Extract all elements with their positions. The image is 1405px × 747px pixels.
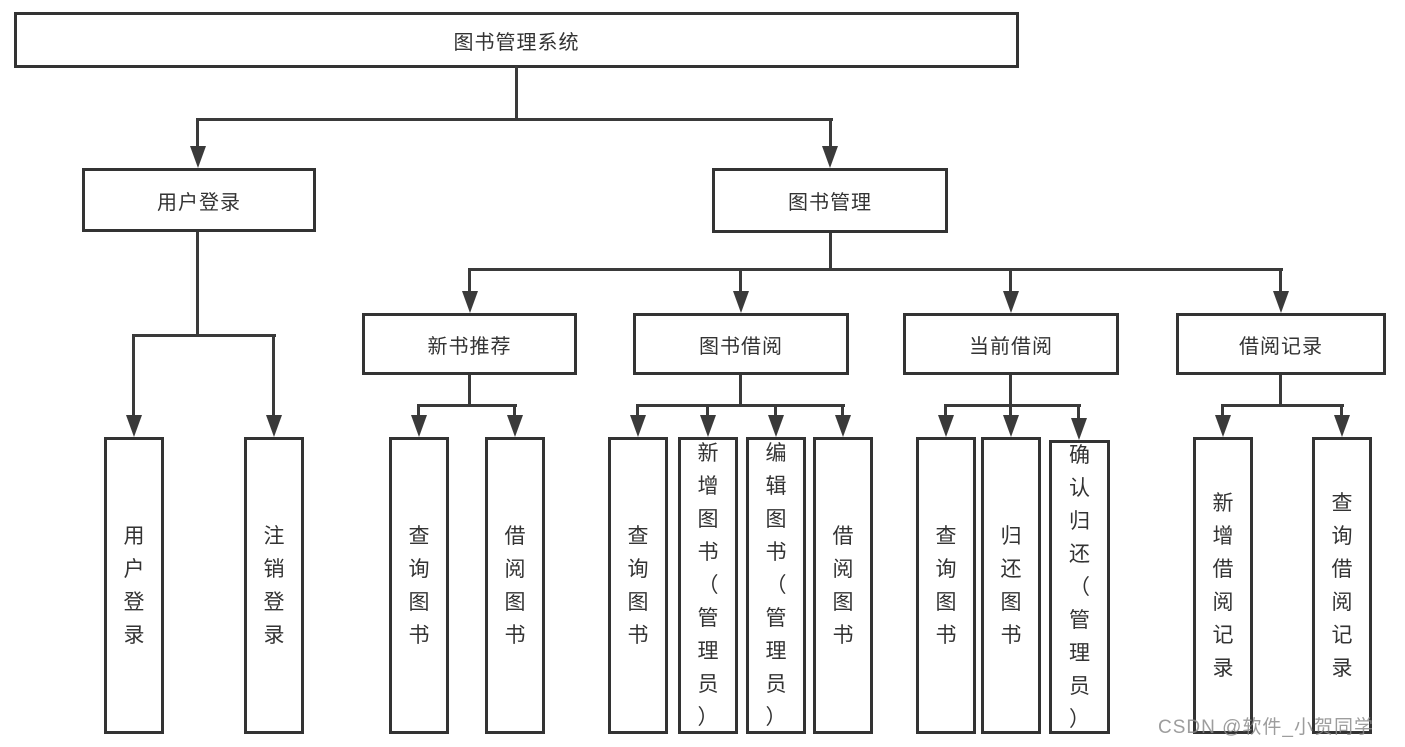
leaf-borrow-books-recommend-label: 借阅图书 (504, 524, 526, 647)
arrowhead-leaf-edit-books (768, 415, 784, 437)
leaf-user-login: 用户登录 (104, 437, 164, 734)
leaf-edit-books-admin-label: 编辑图书（管理员） (765, 442, 787, 729)
node-book-management-label: 图书管理 (788, 192, 872, 214)
arrowhead-leaf-query-current (938, 415, 954, 437)
connector-stem-leaf-query-recommend (417, 404, 420, 418)
leaf-query-borrow-record-label: 查询借阅记录 (1331, 491, 1353, 680)
connector-stem-leaf-edit-books (774, 404, 777, 418)
connector-recommend-distributor (417, 404, 517, 407)
leaf-add-books-admin-label: 新增图书（管理员） (697, 442, 719, 729)
arrowhead-leaf-logout (266, 415, 282, 437)
leaf-return-books: 归还图书 (981, 437, 1041, 734)
connector-stem-leaf-confirm-return (1077, 404, 1080, 420)
arrowhead-leaf-add-record (1215, 415, 1231, 437)
connector-stem-leaf-user-login (132, 334, 135, 419)
leaf-add-borrow-record-label: 新增借阅记录 (1212, 491, 1234, 680)
connector-stem-book-management (829, 118, 832, 152)
leaf-query-books-recommend: 查询图书 (389, 437, 449, 734)
connector-stem-book-borrow (739, 268, 742, 294)
node-new-book-recommend: 新书推荐 (362, 313, 577, 375)
connector-current-borrow-drop (1009, 375, 1012, 407)
node-borrow-records: 借阅记录 (1176, 313, 1386, 375)
leaf-query-books-current-label: 查询图书 (935, 524, 957, 647)
connector-level3-distributor (468, 268, 1283, 271)
connector-book-management-drop (829, 233, 832, 271)
arrowhead-leaf-add-books (700, 415, 716, 437)
node-current-borrow: 当前借阅 (903, 313, 1119, 375)
leaf-logout: 注销登录 (244, 437, 304, 734)
connector-stem-current-borrow (1009, 268, 1012, 294)
arrowhead-leaf-return-books (1003, 415, 1019, 437)
connector-stem-new-book-recommend (468, 268, 471, 294)
arrowhead-leaf-borrow-recommend (507, 415, 523, 437)
node-root: 图书管理系统 (14, 12, 1019, 68)
arrowhead-user-login (190, 146, 206, 168)
arrowhead-leaf-query-borrow (630, 415, 646, 437)
arrowhead-leaf-borrow-books (835, 415, 851, 437)
node-user-login: 用户登录 (82, 168, 316, 232)
connector-user-login-drop (196, 232, 199, 337)
leaf-query-books-recommend-label: 查询图书 (408, 524, 430, 647)
leaf-user-login-label: 用户登录 (123, 524, 145, 647)
node-book-borrow: 图书借阅 (633, 313, 849, 375)
csdn-watermark: CSDN @软件_小贺同学 (1158, 717, 1374, 738)
node-new-book-recommend-label: 新书推荐 (427, 335, 512, 358)
arrowhead-book-borrow (733, 291, 749, 313)
connector-borrow-distributor (636, 404, 845, 407)
node-book-borrow-label: 图书借阅 (699, 335, 783, 358)
node-current-borrow-label: 当前借阅 (969, 335, 1053, 358)
connector-new-book-recommend-drop (468, 375, 471, 407)
leaf-return-books-label: 归还图书 (1000, 524, 1022, 647)
connector-stem-leaf-query-borrow (636, 404, 639, 418)
node-root-label: 图书管理系统 (453, 31, 580, 54)
connector-stem-leaf-return-books (1009, 404, 1012, 418)
connector-user-login-distributor (132, 334, 276, 337)
arrowhead-new-book-recommend (462, 291, 478, 313)
connector-root-distributor (196, 118, 833, 121)
connector-stem-leaf-query-current (944, 404, 947, 418)
leaf-query-books-current: 查询图书 (916, 437, 976, 734)
connector-current-distributor (944, 404, 1081, 407)
leaf-query-books-borrow: 查询图书 (608, 437, 668, 734)
leaf-borrow-books-recommend: 借阅图书 (485, 437, 545, 734)
connector-stem-leaf-logout (272, 334, 275, 419)
arrowhead-current-borrow (1003, 291, 1019, 313)
arrowhead-leaf-query-recommend (411, 415, 427, 437)
node-user-login-label: 用户登录 (157, 191, 241, 214)
node-book-management: 图书管理 (712, 168, 948, 233)
leaf-query-books-borrow-label: 查询图书 (627, 524, 649, 647)
leaf-logout-label: 注销登录 (263, 524, 285, 647)
leaf-borrow-books: 借阅图书 (813, 437, 873, 734)
connector-stem-user-login (196, 118, 199, 152)
leaf-query-borrow-record: 查询借阅记录 (1312, 437, 1372, 734)
connector-borrow-records-drop (1279, 375, 1282, 407)
arrowhead-leaf-query-record (1334, 415, 1350, 437)
node-borrow-records-label: 借阅记录 (1239, 335, 1323, 358)
connector-stem-leaf-add-books (706, 404, 709, 418)
connector-stem-leaf-add-record (1221, 404, 1224, 418)
leaf-confirm-return-admin: 确认归还（管理员） (1049, 440, 1110, 734)
connector-stem-leaf-borrow-recommend (513, 404, 516, 418)
arrowhead-borrow-records (1273, 291, 1289, 313)
leaf-add-borrow-record: 新增借阅记录 (1193, 437, 1253, 734)
arrowhead-leaf-confirm-return (1071, 418, 1087, 440)
arrowhead-leaf-user-login (126, 415, 142, 437)
connector-book-borrow-drop (739, 375, 742, 407)
leaf-edit-books-admin: 编辑图书（管理员） (746, 437, 806, 734)
connector-root-drop (515, 66, 518, 120)
connector-stem-leaf-query-record (1340, 404, 1343, 418)
arrowhead-book-management (822, 146, 838, 168)
leaf-add-books-admin: 新增图书（管理员） (678, 437, 738, 734)
leaf-borrow-books-label: 借阅图书 (832, 524, 854, 647)
leaf-confirm-return-admin-label: 确认归还（管理员） (1069, 443, 1090, 731)
connector-stem-borrow-records (1279, 268, 1282, 294)
connector-records-distributor (1221, 404, 1344, 407)
connector-stem-leaf-borrow-books (841, 404, 844, 418)
